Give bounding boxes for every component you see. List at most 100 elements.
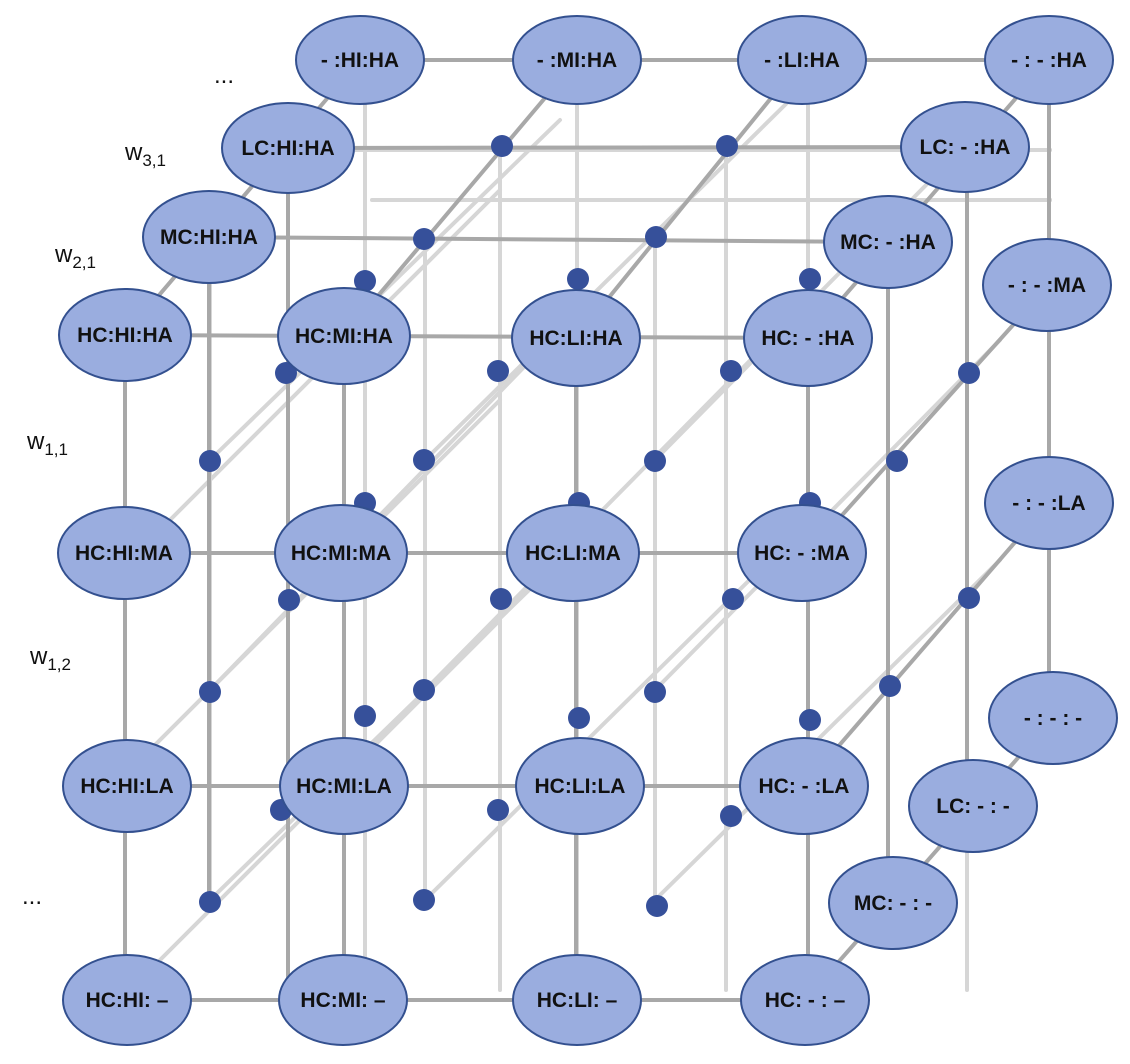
node-ellipse	[823, 195, 953, 289]
junction-dot	[568, 707, 590, 729]
node-hc-hi-la[interactable]: HC:HI:LA	[62, 739, 192, 833]
frame-line-horizontal	[123, 333, 810, 340]
node-hc-mi-ha[interactable]: HC:MI:HA	[277, 287, 411, 385]
node-label: HC:MI:LA	[296, 775, 392, 798]
frame-line-diagonal	[342, 58, 579, 338]
node-label: HC:HI:LA	[80, 775, 173, 798]
node-label: LC: - : -	[936, 795, 1009, 818]
node-x-x-ha[interactable]: - : - :HA	[984, 15, 1114, 105]
node-hc-x-x[interactable]: HC: - : –	[740, 954, 870, 1046]
junction-dot	[645, 226, 667, 248]
node-hc-li-ma[interactable]: HC:LI:MA	[506, 504, 640, 602]
grid-line-diagonal	[423, 98, 792, 462]
node-x-li-ha[interactable]: - :LI:HA	[737, 15, 867, 105]
grid-line-diagonal	[208, 328, 562, 692]
node-label: - :LI:HA	[764, 49, 840, 72]
frame-line-diagonal	[806, 283, 1051, 555]
side-labels: ... w3,1 w2,1 w1,1 w1,2 ...	[22, 62, 234, 910]
node-lc-x-x[interactable]: LC: - : -	[908, 759, 1038, 853]
node-hc-hi-ha[interactable]: HC:HI:HA	[58, 288, 192, 382]
node-ellipse	[515, 737, 645, 835]
junction-dot	[567, 268, 589, 290]
junction-dot	[275, 362, 297, 384]
node-ellipse	[743, 289, 873, 387]
node-hc-x-la[interactable]: HC: - :LA	[739, 737, 869, 835]
node-hc-hi-ma[interactable]: HC:HI:MA	[57, 506, 191, 600]
junction-dot	[354, 270, 376, 292]
front-grid-lines	[122, 58, 1055, 1002]
node-ellipse	[512, 15, 642, 105]
node-hc-mi-x[interactable]: HC:MI: –	[278, 954, 408, 1046]
junction-dot	[413, 228, 435, 250]
node-lc-hi-ha[interactable]: LC:HI:HA	[221, 102, 355, 194]
frame-line-diagonal	[574, 58, 804, 340]
junction-dot	[199, 450, 221, 472]
node-ellipse	[512, 954, 642, 1046]
node-ellipse	[278, 954, 408, 1046]
lattice-nodes: - :HI:HA - :MI:HA - :LI:HA - : - :HA LC:…	[57, 15, 1118, 1046]
node-hc-x-ma[interactable]: HC: - :MA	[737, 504, 867, 602]
ellipsis-top-label: ...	[214, 62, 234, 89]
node-hc-li-x[interactable]: HC:LI: –	[512, 954, 642, 1046]
node-ellipse	[62, 954, 192, 1046]
junction-dot	[720, 805, 742, 827]
node-ellipse	[277, 287, 411, 385]
node-x-mi-ha[interactable]: - :MI:HA	[512, 15, 642, 105]
node-ellipse	[737, 15, 867, 105]
frame-line-horizontal	[207, 235, 890, 244]
node-mc-x-ha[interactable]: MC: - :HA	[823, 195, 953, 289]
node-label: - : - :HA	[1011, 49, 1087, 72]
junction-dot	[720, 360, 742, 382]
junction-dot	[644, 450, 666, 472]
frame-line-horizontal	[286, 145, 967, 150]
frame-line-diagonal	[802, 501, 1051, 788]
node-label: HC:MI:MA	[291, 542, 391, 565]
node-ellipse	[62, 739, 192, 833]
node-label: LC:HI:HA	[241, 137, 334, 160]
node-label: LC: - :HA	[920, 136, 1011, 159]
junction-dot	[722, 588, 744, 610]
junction-dot	[487, 799, 509, 821]
junction-dot	[799, 709, 821, 731]
node-mc-x-x[interactable]: MC: - : -	[828, 856, 958, 950]
node-ellipse	[737, 504, 867, 602]
junction-dot	[199, 891, 221, 913]
junction-dot	[958, 587, 980, 609]
node-x-hi-ha[interactable]: - :HI:HA	[295, 15, 425, 105]
node-x-x-la[interactable]: - : - :LA	[984, 456, 1114, 550]
node-label: - : - :LA	[1012, 492, 1085, 515]
node-label: HC:MI: –	[300, 989, 385, 1012]
junction-dot	[886, 450, 908, 472]
junction-dot	[646, 895, 668, 917]
w12-label: w1,2	[29, 643, 71, 674]
node-hc-hi-x[interactable]: HC:HI: –	[62, 954, 192, 1046]
node-ellipse	[506, 504, 640, 602]
node-label: - :MI:HA	[537, 49, 617, 72]
junction-dot	[799, 268, 821, 290]
junction-dot	[413, 889, 435, 911]
node-mc-hi-ha[interactable]: MC:HI:HA	[142, 190, 276, 284]
node-label: - : - :MA	[1008, 274, 1086, 297]
junction-dot	[354, 705, 376, 727]
node-x-x-x[interactable]: - : - : -	[988, 671, 1118, 765]
node-label: MC:HI:HA	[160, 226, 258, 249]
node-lc-x-ha[interactable]: LC: - :HA	[900, 101, 1030, 193]
node-label: - : - : -	[1024, 707, 1082, 730]
node-label: HC:MI:HA	[295, 325, 393, 348]
frame-line-diagonal	[803, 716, 1055, 1002]
node-label: HC: - : –	[765, 989, 846, 1012]
node-label: MC: - :HA	[840, 231, 936, 254]
node-hc-mi-ma[interactable]: HC:MI:MA	[274, 504, 408, 602]
node-ellipse	[984, 15, 1114, 105]
node-hc-mi-la[interactable]: HC:MI:LA	[279, 737, 409, 835]
node-ellipse	[221, 102, 355, 194]
ellipsis-bottom-label: ...	[22, 883, 42, 910]
node-hc-x-ha[interactable]: HC: - :HA	[743, 289, 873, 387]
grid-line-diagonal	[653, 558, 1002, 902]
node-ellipse	[295, 15, 425, 105]
node-hc-li-la[interactable]: HC:LI:LA	[515, 737, 645, 835]
node-hc-li-ha[interactable]: HC:LI:HA	[511, 289, 641, 387]
node-x-x-ma[interactable]: - : - :MA	[982, 238, 1112, 332]
node-label: HC:LI: –	[537, 989, 618, 1012]
